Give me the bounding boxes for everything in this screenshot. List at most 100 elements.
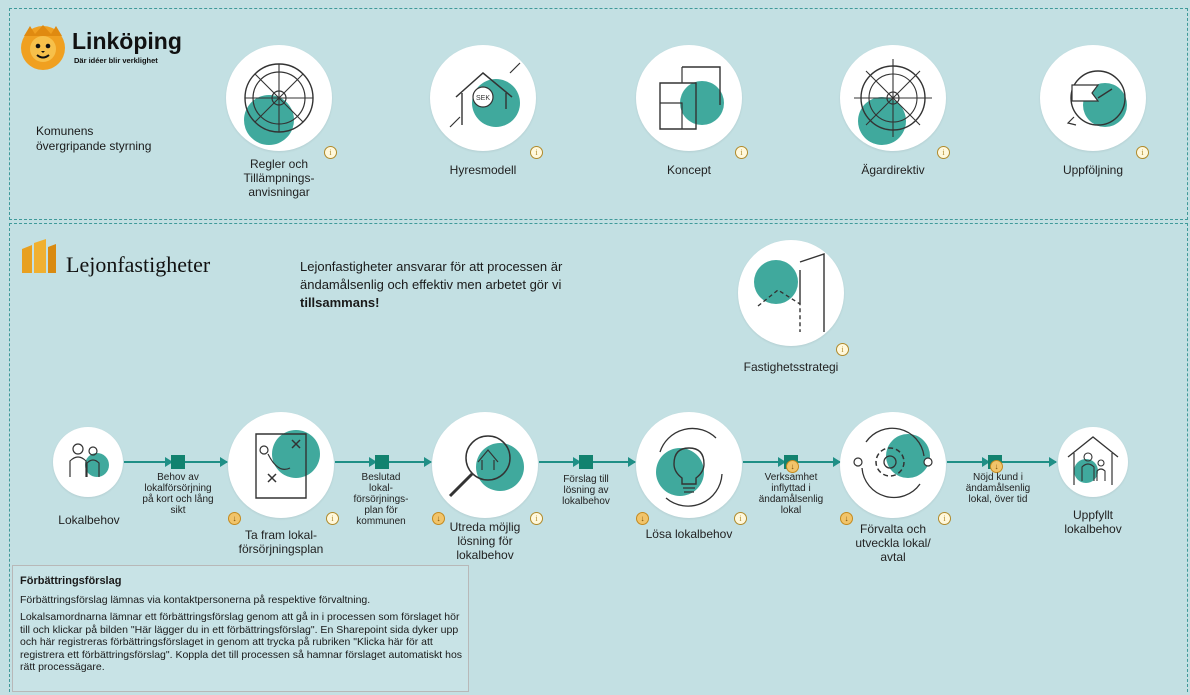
arrow-down-glyph: ↓ (232, 514, 237, 523)
info-glyph: i (535, 148, 538, 157)
connector-label: Nöjd kund i ändamålsenlig lokal, över ti… (965, 472, 1031, 505)
milestone-marker (375, 455, 389, 469)
property-strategy-info-icon[interactable]: info-iconi (836, 343, 849, 356)
house-sek-icon: SEK (449, 62, 521, 128)
connector-label: Verksamhet inflyttad i ändamålsenlig lok… (758, 472, 824, 516)
statement-text: Lejonfastigheter ansvarar för att proces… (300, 259, 563, 292)
lejonfastigheter-logo (20, 237, 58, 275)
connector-label: Beslutad lokal-försörjnings-plan för kom… (353, 472, 409, 527)
clock-flag-icon (1066, 70, 1127, 127)
arrow-down-glyph: ↓ (790, 462, 795, 471)
responsibility-statement: Lejonfastigheter ansvarar för att proces… (300, 258, 600, 312)
gear-cycle-icon (853, 427, 933, 499)
concept-label: Koncept (666, 163, 712, 177)
plan-improvement-icon[interactable]: improvement-suggestion-icon↓ (228, 512, 241, 525)
improvement-suggestions-box: Förbättringsförslag Förbättringsförslag … (12, 565, 469, 692)
rent-model-label: Hyresmodell (449, 163, 517, 177)
flow-arrow (1002, 457, 1057, 467)
wheel-icon (244, 63, 314, 145)
investigate-info-icon[interactable]: info-iconi (530, 512, 543, 525)
connector-label: Behov av lokalförsörjning på kort och lå… (142, 472, 214, 516)
lion-logo-icon (21, 25, 65, 70)
suggestions-title: Förbättringsförslag (20, 575, 122, 587)
lejon-logo-icon (22, 239, 56, 273)
solve-improvement-icon[interactable]: improvement-suggestion-icon↓ (636, 512, 649, 525)
buildings-icon (754, 253, 825, 332)
arrow-down-glyph: ↓ (994, 462, 999, 471)
need-circle[interactable] (53, 427, 123, 497)
flow-arrow (185, 457, 228, 467)
followup-info-icon[interactable]: info-iconi (1136, 146, 1149, 159)
flow-arrow (593, 457, 636, 467)
plan-label: Ta fram lokal-försörjningsplan (238, 528, 324, 556)
concept-circle[interactable] (636, 45, 742, 151)
lejonfastigheter-brand-name: Lejonfastigheter (66, 252, 211, 277)
rent-model-circle[interactable]: SEK (430, 45, 536, 151)
flow-arrow (124, 457, 173, 467)
info-glyph: i (329, 148, 332, 157)
investigate-circle[interactable] (432, 412, 538, 518)
info-glyph: i (841, 345, 844, 354)
info-glyph: i (740, 148, 743, 157)
lightbulb-cycle-icon (656, 427, 723, 507)
people-icon (69, 443, 109, 477)
milestone-improvement-icon[interactable]: improvement-suggestion-icon↓ (990, 460, 1003, 473)
flow-arrow (798, 457, 841, 467)
plan-info-icon[interactable]: info-iconi (326, 512, 339, 525)
solve-label: Lösa lokalbehov (645, 527, 733, 541)
flow-arrow (389, 457, 432, 467)
owner-directive-circle[interactable] (840, 45, 946, 151)
plan-circle[interactable] (228, 412, 334, 518)
need-label: Lokalbehov (58, 513, 120, 527)
manage-info-icon[interactable]: info-iconi (938, 512, 951, 525)
solve-info-icon[interactable]: info-iconi (734, 512, 747, 525)
solve-circle[interactable] (636, 412, 742, 518)
info-glyph: i (331, 514, 334, 523)
top-section-frame (9, 8, 1188, 220)
suggestions-paragraph-1: Förbättringsförslag lämnas via kontaktpe… (20, 594, 371, 606)
linkoping-logo (18, 22, 68, 72)
owner-directive-info-icon[interactable]: info-iconi (937, 146, 950, 159)
governance-label: Komunens övergripande styrning (36, 124, 152, 153)
flow-arrow (335, 457, 377, 467)
rules-label: Regler och Tillämpnings-anvisningar (243, 157, 315, 199)
followup-circle[interactable] (1040, 45, 1146, 151)
info-glyph: i (942, 148, 945, 157)
milestone-marker (579, 455, 593, 469)
house-people-icon (1067, 436, 1119, 485)
info-glyph: i (1141, 148, 1144, 157)
arrow-down-glyph: ↓ (640, 514, 645, 523)
flow-arrow (743, 457, 786, 467)
investigate-improvement-icon[interactable]: improvement-suggestion-icon↓ (432, 512, 445, 525)
rent-model-info-icon[interactable]: info-iconi (530, 146, 543, 159)
statement-bold: tillsammans! (300, 295, 380, 310)
flow-arrow (947, 457, 990, 467)
strategy-board-icon (255, 430, 320, 499)
arrow-down-glyph: ↓ (436, 514, 441, 523)
arrow-down-glyph: ↓ (844, 514, 849, 523)
rules-info-icon[interactable]: info-iconi (324, 146, 337, 159)
info-glyph: i (943, 514, 946, 523)
process-section-frame (9, 223, 1188, 692)
manage-label: Förvalta och utveckla lokal/ avtal (855, 522, 931, 564)
owner-directive-label: Ägardirektiv (861, 163, 925, 177)
fulfilled-label: Uppfyllt lokalbehov (1064, 508, 1122, 536)
milestone-improvement-icon[interactable]: improvement-suggestion-icon↓ (786, 460, 799, 473)
linkoping-brand-name: Linköping (72, 28, 182, 54)
manage-circle[interactable] (840, 412, 946, 518)
manage-improvement-icon[interactable]: improvement-suggestion-icon↓ (840, 512, 853, 525)
concept-info-icon[interactable]: info-iconi (735, 146, 748, 159)
investigate-label: Utreda möjlig lösning för lokalbehov (449, 520, 521, 562)
suggestions-paragraph-2: Lokalsamordnarna lämnar ett förbättrings… (20, 611, 463, 673)
linkoping-tagline: Där idéer blir verklighet (74, 56, 158, 65)
magnifier-house-icon (448, 435, 524, 498)
milestone-marker (171, 455, 185, 469)
rules-circle[interactable] (226, 45, 332, 151)
fulfilled-circle[interactable] (1058, 427, 1128, 497)
property-strategy-circle[interactable] (738, 240, 844, 346)
connector-label: Förslag till lösning av lokalbehov (562, 474, 610, 507)
flow-arrow (539, 457, 581, 467)
info-glyph: i (535, 514, 538, 523)
ship-wheel-icon (854, 59, 932, 145)
svg-text:SEK: SEK (476, 95, 490, 102)
